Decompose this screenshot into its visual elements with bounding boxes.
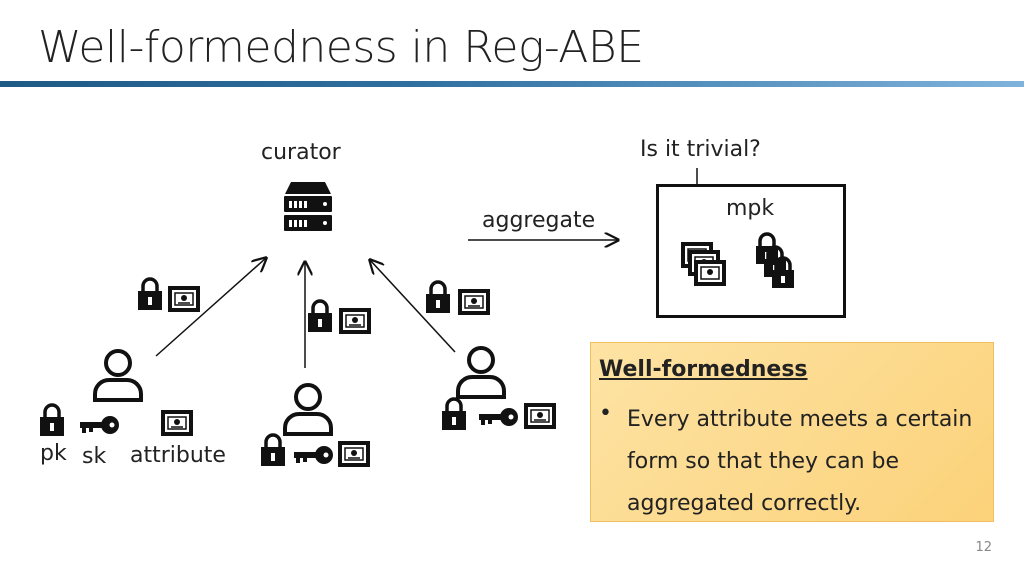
lock-icon bbox=[442, 397, 466, 430]
lock-icon bbox=[40, 403, 64, 436]
lock-icon bbox=[138, 277, 162, 310]
certificate-icon bbox=[161, 410, 193, 436]
page-number: 12 bbox=[975, 540, 992, 555]
callout-bullet: • bbox=[599, 401, 612, 426]
lock-icon bbox=[261, 433, 285, 466]
pk-label: pk bbox=[40, 441, 67, 466]
sk-label: sk bbox=[82, 444, 107, 469]
lock-icon bbox=[426, 280, 450, 313]
certificate-icon bbox=[168, 286, 200, 312]
arrow-left-to-curator bbox=[155, 258, 266, 357]
title-underline-bar bbox=[0, 81, 1024, 87]
user-icon bbox=[283, 383, 333, 436]
user-icon bbox=[456, 346, 506, 399]
key-icon bbox=[80, 416, 119, 434]
callout-text: Every attribute meets a certain form so … bbox=[627, 407, 973, 516]
lock-stack-icon bbox=[756, 232, 794, 288]
mpk-label: mpk bbox=[726, 196, 775, 221]
attribute-label: attribute bbox=[130, 443, 226, 468]
certificate-icon bbox=[339, 308, 371, 334]
callout-title: Well-formedness bbox=[599, 357, 808, 382]
curator-label: curator bbox=[261, 140, 341, 165]
certificate-icon bbox=[458, 289, 490, 315]
question-label: Is it trivial? bbox=[640, 137, 761, 162]
slide-title: Well-formedness in Reg-ABE bbox=[38, 22, 644, 73]
arrow-right-to-curator bbox=[370, 260, 456, 353]
certificate-stack-icon bbox=[681, 242, 726, 286]
lock-icon bbox=[308, 299, 332, 332]
certificate-icon bbox=[338, 441, 370, 467]
key-icon bbox=[479, 408, 518, 426]
aggregate-label: aggregate bbox=[482, 208, 596, 233]
well-formedness-callout: Well-formedness • Every attribute meets … bbox=[590, 342, 994, 522]
certificate-icon bbox=[524, 403, 556, 429]
server-icon bbox=[284, 182, 332, 231]
key-icon bbox=[294, 446, 333, 464]
user-icon bbox=[93, 349, 143, 402]
